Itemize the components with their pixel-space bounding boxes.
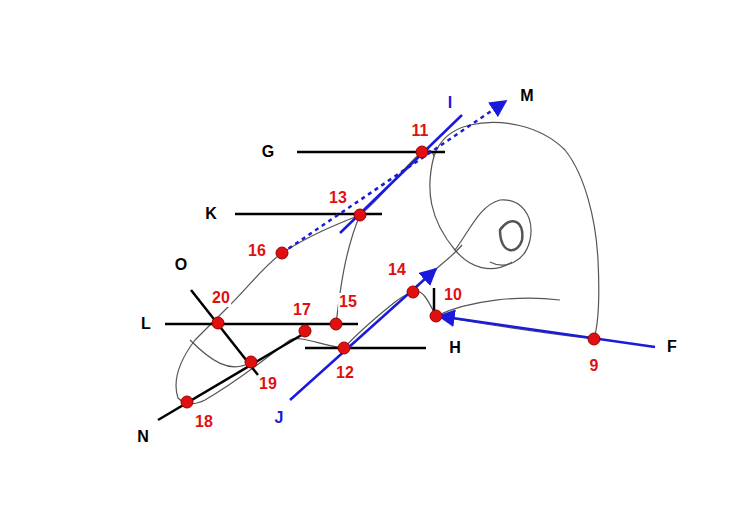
callout-number: 17	[292, 301, 312, 319]
line-letter: K	[204, 205, 218, 223]
callout-number: 12	[335, 364, 355, 382]
line-letter: J	[274, 409, 285, 427]
callout-number: 11	[411, 122, 430, 140]
callout-number: 9	[589, 357, 600, 375]
measure-lines	[158, 152, 445, 420]
line-letter: N	[136, 428, 150, 446]
callout-number: 15	[338, 293, 358, 311]
callout-number: 13	[328, 189, 348, 207]
callout-number: 20	[211, 289, 231, 307]
skull-outline	[176, 122, 599, 403]
line-letter: O	[174, 256, 188, 274]
landmark-dots	[181, 146, 600, 408]
line-letter: F	[666, 338, 678, 356]
line-letter: I	[447, 94, 453, 112]
callout-number: 10	[443, 286, 463, 304]
line-letter: L	[140, 315, 152, 333]
callout-number: 16	[247, 242, 267, 260]
callout-number: 19	[258, 375, 278, 393]
line-letter: H	[448, 339, 462, 357]
callout-number: 18	[194, 413, 214, 431]
line-letter: M	[519, 87, 534, 105]
blue-lines	[282, 101, 655, 400]
line-letter: G	[261, 143, 275, 161]
callout-number: 14	[387, 261, 407, 279]
